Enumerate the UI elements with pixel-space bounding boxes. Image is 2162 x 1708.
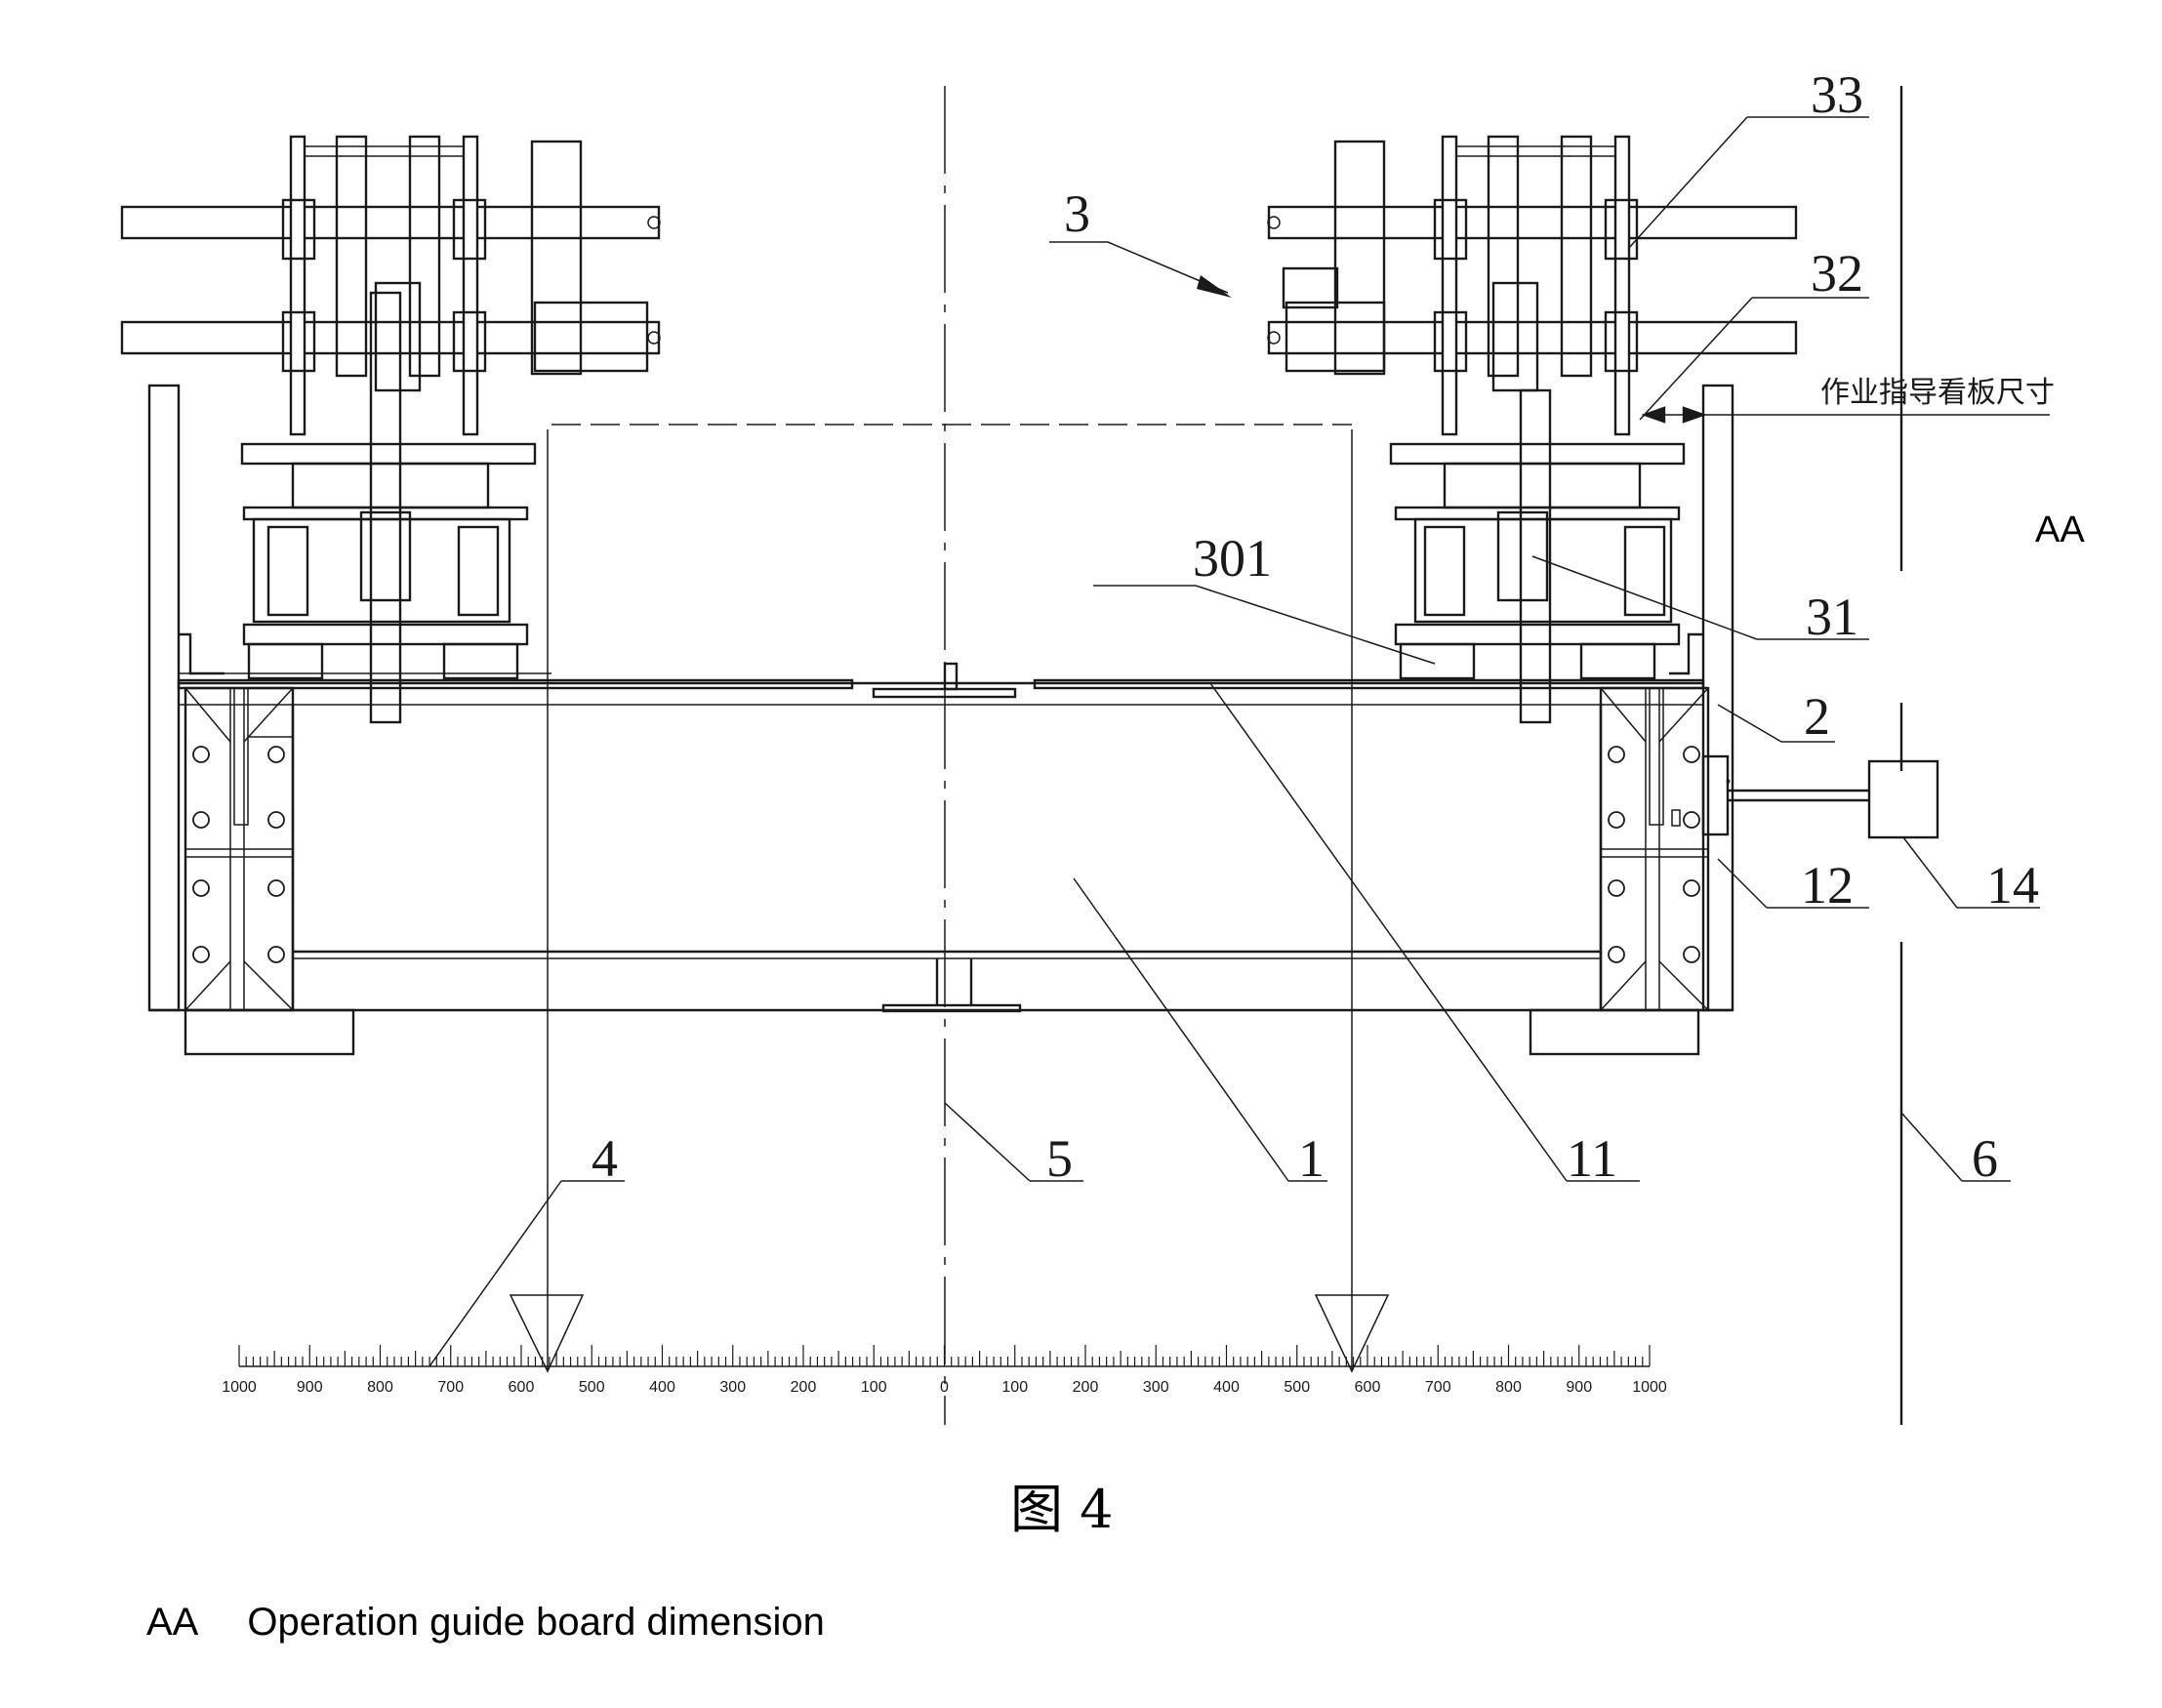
ruler-ticks	[238, 1345, 1651, 1366]
ruler-tick-label: 600	[509, 1379, 535, 1396]
ruler-tick-label: 300	[719, 1379, 746, 1396]
legend: AA Operation guide board dimension	[146, 1601, 825, 1645]
ruler-tick-label: 100	[1001, 1379, 1028, 1396]
callout-4: 4	[591, 1129, 618, 1188]
callout-5: 5	[1046, 1129, 1073, 1188]
base-frame	[147, 384, 1734, 1056]
callout-301: 301	[1193, 529, 1272, 588]
callout-11: 11	[1567, 1129, 1617, 1188]
ruler-tick-label: 700	[1425, 1379, 1451, 1396]
ruler-tick-label: 500	[579, 1379, 605, 1396]
ruler-tick-label: 400	[1213, 1379, 1240, 1396]
left-head-assembly	[120, 135, 661, 724]
ruler-tick-label: 800	[367, 1379, 393, 1396]
ruler-tick-label: 500	[1284, 1379, 1310, 1396]
ruler-tick-label: 700	[437, 1379, 464, 1396]
legend-text: Operation guide board dimension	[247, 1601, 825, 1644]
ruler-tick-label: 0	[940, 1379, 949, 1396]
ruler-tick-label: 900	[297, 1379, 323, 1396]
callout-1: 1	[1298, 1129, 1325, 1188]
callout-32: 32	[1811, 244, 1863, 303]
ruler-tick-label: 200	[791, 1379, 817, 1396]
board-marker-aa: AA	[2035, 509, 2085, 550]
reference-lines	[547, 86, 2050, 1425]
ruler-tick-label: 600	[1355, 1379, 1381, 1396]
ruler-tick-label: 900	[1566, 1379, 1592, 1396]
ruler-tick-label: 1000	[1632, 1379, 1667, 1396]
ruler-tick-label: 1000	[222, 1379, 257, 1396]
component-14-box	[1726, 759, 1939, 839]
ruler-tick-label: 800	[1495, 1379, 1522, 1396]
callout-14: 14	[1986, 856, 2039, 915]
bolt-holes	[192, 746, 1700, 963]
callout-3: 3	[1064, 184, 1090, 243]
board-dimension-label-cn: 作业指导看板尺寸	[1820, 376, 2055, 410]
callout-12: 12	[1801, 856, 1854, 915]
callout-31: 31	[1806, 588, 1858, 646]
callout-2: 2	[1804, 687, 1830, 746]
ruler-tick-label: 300	[1143, 1379, 1169, 1396]
callout-33: 33	[1811, 65, 1863, 124]
ruler-tick-label: 100	[861, 1379, 887, 1396]
ruler-tick-label: 200	[1073, 1379, 1099, 1396]
leader-lines	[428, 116, 2040, 1367]
callout-6: 6	[1972, 1129, 1998, 1188]
callout-labels: 3 33 32 301 31 2 12 14 4 5 1 11 6	[591, 65, 2039, 1188]
figure-caption: 图 4	[1010, 1479, 1114, 1540]
right-head-assembly	[1267, 135, 1798, 724]
legend-key: AA	[146, 1601, 199, 1644]
ruler-tick-label: 400	[649, 1379, 675, 1396]
